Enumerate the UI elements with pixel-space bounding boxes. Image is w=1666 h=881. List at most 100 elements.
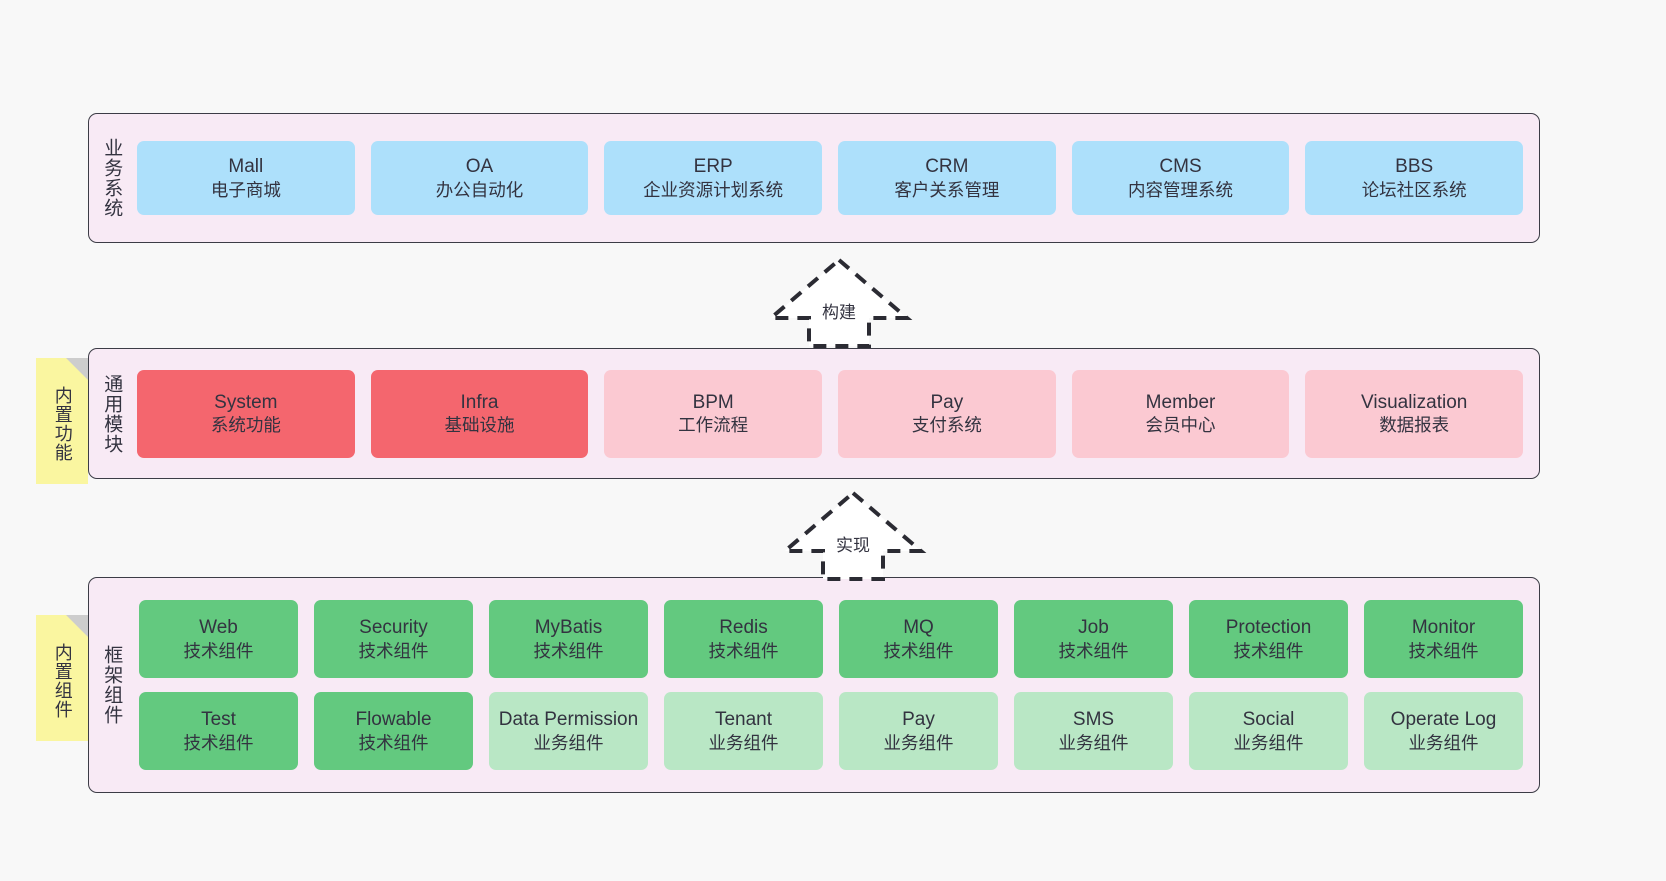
box-title: Member: [1145, 391, 1216, 413]
box-title: MQ: [903, 617, 934, 638]
box-title: Data Permission: [498, 709, 639, 730]
box-title: Operate Log: [1390, 709, 1497, 730]
box-title: BBS: [1395, 156, 1434, 177]
box-subtitle: 业务组件: [1408, 732, 1479, 753]
component-box-job[interactable]: Job 技术组件: [1014, 600, 1173, 678]
connector-implement-arrow: 实现: [778, 489, 928, 581]
hollow-up-arrow-icon: [779, 490, 927, 581]
component-box-web[interactable]: Web 技术组件: [139, 600, 298, 678]
box-title: Pay: [930, 391, 964, 413]
system-box-mall[interactable]: Mall 电子商城: [137, 141, 355, 215]
component-box-redis[interactable]: Redis 技术组件: [664, 600, 823, 678]
box-title: Infra: [460, 391, 499, 413]
box-title: Protection: [1225, 617, 1312, 638]
module-box-member[interactable]: Member 会员中心: [1071, 369, 1290, 458]
box-subtitle: 企业资源计划系统: [643, 179, 784, 200]
layer-body-common-modules: System 系统功能 Infra 基础设施 BPM 工作流程 Pay 支付系统…: [133, 349, 1539, 478]
component-box-data-permission[interactable]: Data Permission 业务组件: [489, 692, 648, 770]
box-subtitle: 技术组件: [1058, 640, 1129, 661]
module-box-pay[interactable]: Pay 支付系统: [838, 369, 1056, 458]
box-subtitle: 技术组件: [358, 732, 429, 753]
system-box-cms[interactable]: CMS 内容管理系统: [1071, 141, 1290, 215]
component-row-business: Test 技术组件 Flowable 技术组件 Data Permission …: [139, 692, 1523, 770]
system-box-crm[interactable]: CRM 客户关系管理: [838, 141, 1056, 215]
component-box-social[interactable]: Social 业务组件: [1189, 692, 1348, 770]
component-box-flowable[interactable]: Flowable 技术组件: [314, 692, 473, 770]
box-subtitle: 系统功能: [210, 415, 281, 436]
box-subtitle: 技术组件: [1408, 640, 1479, 661]
box-title: Mall: [228, 156, 264, 177]
box-subtitle: 业务组件: [533, 732, 604, 753]
box-title: CRM: [925, 156, 969, 177]
box-subtitle: 工作流程: [678, 415, 749, 436]
box-subtitle: 技术组件: [183, 640, 254, 661]
layer-common-modules: 通用模块 System 系统功能 Infra 基础设施 BPM 工作流程 Pay…: [88, 348, 1540, 479]
layer-label-framework-components: 框架组件: [101, 645, 123, 725]
note-label: 内置组件: [52, 643, 73, 719]
box-subtitle: 技术组件: [183, 732, 254, 753]
layer-business-systems: 业务系统 Mall 电子商城 OA 办公自动化 ERP 企业资源计划系统 CRM…: [88, 113, 1540, 243]
note-builtin-features: 内置功能: [36, 358, 88, 484]
box-subtitle: 论坛社区系统: [1361, 179, 1467, 200]
box-title: SMS: [1072, 709, 1115, 730]
note-builtin-components: 内置组件: [36, 615, 88, 741]
box-subtitle: 基础设施: [444, 415, 515, 436]
box-title: MyBatis: [534, 617, 603, 638]
module-box-infra[interactable]: Infra 基础设施: [370, 369, 589, 458]
layer-body-business-systems: Mall 电子商城 OA 办公自动化 ERP 企业资源计划系统 CRM 客户关系…: [133, 114, 1539, 242]
box-title: Security: [359, 617, 428, 638]
box-title: Flowable: [355, 709, 432, 730]
box-subtitle: 业务组件: [1233, 732, 1304, 753]
layer-framework-components: 框架组件 Web 技术组件 Security 技术组件 MyBatis 技术组件…: [88, 577, 1540, 793]
hollow-up-arrow-icon: [765, 257, 913, 348]
connector-build-label: 构建: [822, 303, 856, 322]
box-subtitle: 业务组件: [1058, 732, 1129, 753]
box-title: Tenant: [714, 709, 773, 730]
component-box-tenant[interactable]: Tenant 业务组件: [664, 692, 823, 770]
box-title: Web: [199, 617, 238, 638]
system-box-oa[interactable]: OA 办公自动化: [370, 141, 589, 215]
box-title: Redis: [719, 617, 768, 638]
component-box-test[interactable]: Test 技术组件: [139, 692, 298, 770]
component-box-pay[interactable]: Pay 业务组件: [839, 692, 998, 770]
system-box-bbs[interactable]: BBS 论坛社区系统: [1305, 141, 1524, 215]
module-box-bpm[interactable]: BPM 工作流程: [604, 369, 823, 458]
box-title: OA: [465, 156, 494, 177]
box-title: Pay: [902, 709, 935, 730]
component-box-security[interactable]: Security 技术组件: [314, 600, 473, 678]
component-box-monitor[interactable]: Monitor 技术组件: [1364, 600, 1523, 678]
box-subtitle: 业务组件: [883, 732, 954, 753]
component-box-sms[interactable]: SMS 业务组件: [1014, 692, 1173, 770]
system-box-erp[interactable]: ERP 企业资源计划系统: [604, 141, 823, 215]
layer-body-framework-components: Web 技术组件 Security 技术组件 MyBatis 技术组件 Redi…: [133, 578, 1539, 792]
box-title: Social: [1242, 709, 1295, 730]
box-subtitle: 电子商城: [210, 179, 281, 200]
box-subtitle: 办公自动化: [435, 179, 524, 200]
box-subtitle: 技术组件: [708, 640, 779, 661]
component-box-mq[interactable]: MQ 技术组件: [839, 600, 998, 678]
note-label: 内置功能: [52, 386, 73, 462]
connector-build-arrow: 构建: [764, 256, 914, 348]
component-row-technical: Web 技术组件 Security 技术组件 MyBatis 技术组件 Redi…: [139, 600, 1523, 678]
box-subtitle: 内容管理系统: [1128, 179, 1234, 200]
box-subtitle: 数据报表: [1379, 415, 1450, 436]
component-box-operate-log[interactable]: Operate Log 业务组件: [1364, 692, 1523, 770]
box-subtitle: 技术组件: [1233, 640, 1304, 661]
box-title: ERP: [693, 156, 733, 177]
component-box-mybatis[interactable]: MyBatis 技术组件: [489, 600, 648, 678]
box-subtitle: 技术组件: [883, 640, 954, 661]
module-box-system[interactable]: System 系统功能: [137, 369, 355, 458]
box-title: Job: [1078, 617, 1109, 638]
box-title: CMS: [1159, 156, 1202, 177]
module-box-visualization[interactable]: Visualization 数据报表: [1305, 369, 1524, 458]
box-title: Test: [201, 709, 236, 730]
box-title: Visualization: [1361, 391, 1468, 413]
box-title: System: [214, 391, 278, 413]
box-subtitle: 支付系统: [911, 415, 982, 436]
component-box-protection[interactable]: Protection 技术组件: [1189, 600, 1348, 678]
box-subtitle: 客户关系管理: [894, 179, 1000, 200]
box-title: BPM: [692, 391, 734, 413]
box-subtitle: 会员中心: [1145, 415, 1216, 436]
layer-label-business-systems: 业务系统: [101, 138, 123, 218]
